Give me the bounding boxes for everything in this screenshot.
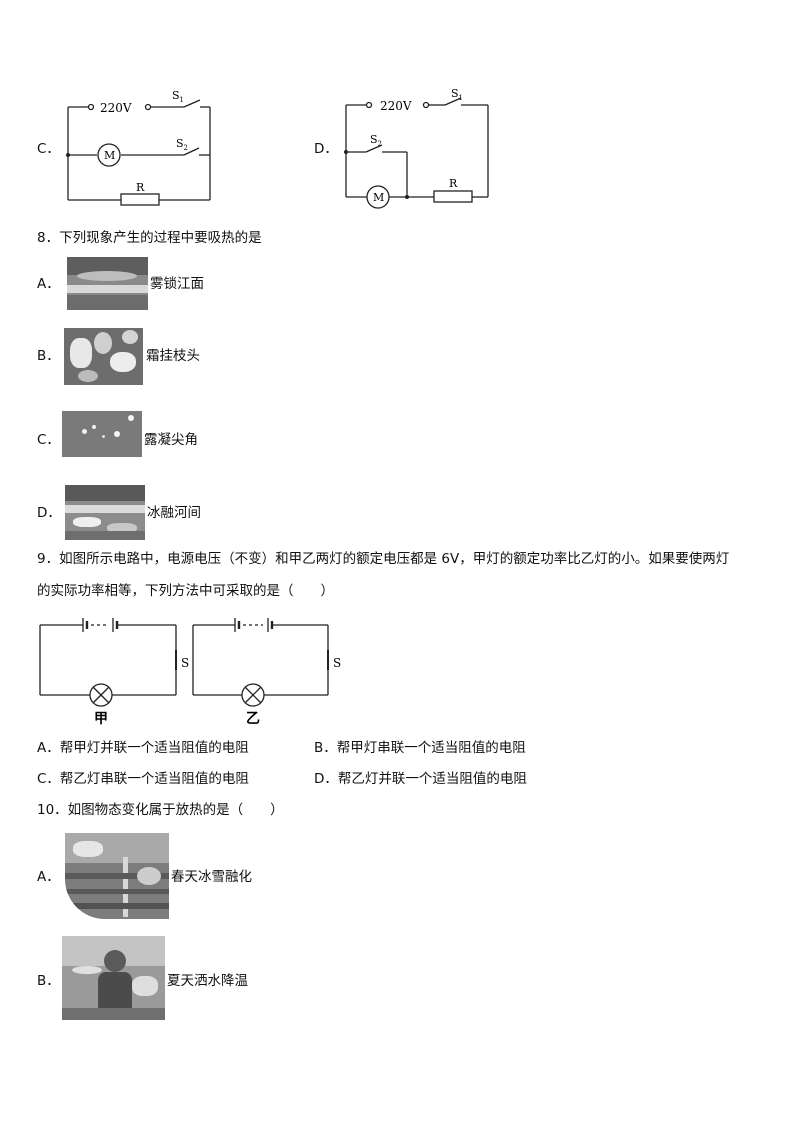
q8-option-b-text: 霜挂枝头 bbox=[146, 348, 200, 364]
q9-circuits: S S 甲 乙 bbox=[39, 618, 341, 727]
q7d-switch2-label: S2 bbox=[370, 133, 382, 148]
q7c-voltage-label: 220V bbox=[100, 101, 132, 115]
q7-option-d-letter: D． bbox=[314, 141, 338, 157]
q8-option-c-letter: C． bbox=[37, 432, 60, 448]
q8-option-a-text: 雾锁江面 bbox=[150, 276, 204, 292]
q7d-motor-label: M bbox=[373, 191, 384, 204]
q9-option-d: D．帮乙灯并联一个适当阻值的电阻 bbox=[314, 771, 527, 787]
q9-option-c: C．帮乙灯串联一个适当阻值的电阻 bbox=[37, 771, 249, 787]
q7d-switch1-label: S1 bbox=[451, 87, 463, 102]
q7c-switch2-label: S2 bbox=[176, 137, 188, 152]
q9-stem-line1: 9．如图所示电路中，电源电压（不变）和甲乙两灯的额定电压都是 6V，甲灯的额定功… bbox=[37, 551, 730, 567]
q9-lamp-right-label: 乙 bbox=[246, 711, 260, 727]
q7d-voltage-label: 220V bbox=[380, 99, 412, 113]
q8-option-a-letter: A． bbox=[37, 276, 60, 292]
q7c-motor-label: M bbox=[104, 149, 115, 162]
q9-switch-left-label: S bbox=[181, 656, 189, 670]
q7d-resistor-label: R bbox=[449, 177, 458, 190]
q9-option-b: B．帮甲灯串联一个适当阻值的电阻 bbox=[314, 740, 526, 756]
q8-dew-leaf-photo bbox=[62, 411, 142, 457]
q8-option-b-letter: B． bbox=[37, 348, 60, 364]
q7c-switch1-label: S1 bbox=[172, 89, 184, 104]
q9-stem-line2: 的实际功率相等，下列方法中可采取的是（ ） bbox=[37, 583, 334, 599]
q10-option-b-letter: B． bbox=[37, 973, 60, 989]
q7-circuit-c: 220V S1 S2 M R bbox=[66, 89, 211, 206]
q10-melting-snow-photo bbox=[65, 833, 169, 919]
q8-option-d-text: 冰融河间 bbox=[147, 505, 201, 521]
q9-option-a: A．帮甲灯并联一个适当阻值的电阻 bbox=[37, 740, 249, 756]
q9-lamp-left-label: 甲 bbox=[94, 711, 108, 727]
q10-option-a-text: 春天冰雪融化 bbox=[171, 869, 252, 885]
q9-switch-right-label: S bbox=[333, 656, 341, 670]
q8-option-d-letter: D． bbox=[37, 505, 61, 521]
q7-option-c-letter: C． bbox=[37, 141, 60, 157]
q10-sprinkling-water-photo bbox=[62, 936, 165, 1020]
q8-fog-river-photo bbox=[67, 257, 148, 310]
q8-frost-branch-photo bbox=[64, 328, 143, 385]
q10-stem: 10．如图物态变化属于放热的是（ ） bbox=[37, 802, 284, 818]
q7-circuit-d: 220V S1 S2 M R bbox=[344, 87, 489, 209]
q8-option-c-text: 露凝尖角 bbox=[144, 432, 198, 448]
q8-stem: 8．下列现象产生的过程中要吸热的是 bbox=[37, 230, 262, 246]
q7c-resistor-label: R bbox=[136, 181, 145, 194]
q8-ice-river-photo bbox=[65, 485, 145, 540]
q10-option-b-text: 夏天洒水降温 bbox=[167, 973, 248, 989]
q10-option-a-letter: A． bbox=[37, 869, 60, 885]
